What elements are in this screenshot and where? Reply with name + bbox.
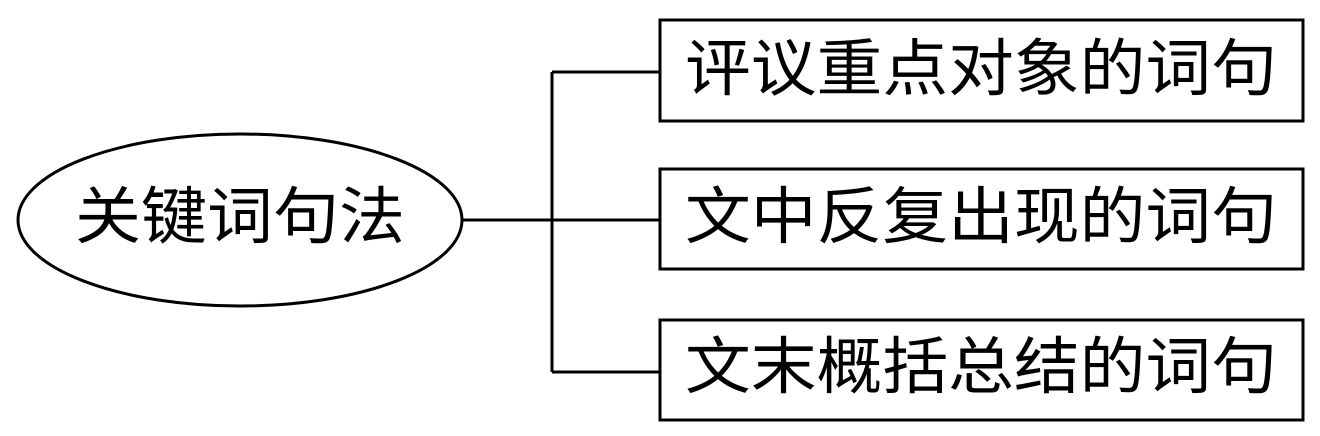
branch-node-3: 文末概括总结的词句: [658, 318, 1305, 422]
root-label: 关键词句法: [75, 180, 405, 253]
branch-box-3: [658, 318, 1305, 422]
branch-box-1: [658, 18, 1305, 123]
branch-node-2: 文中反复出现的词句: [658, 167, 1305, 271]
branch-node-1: 评议重点对象的词句: [658, 18, 1305, 123]
root-node: 关键词句法: [16, 132, 464, 308]
branch-label-2: 文中反复出现的词句: [685, 180, 1277, 253]
connectors: [462, 70, 660, 374]
branch-label-3: 文末概括总结的词句: [685, 330, 1277, 403]
branch-box-2: [658, 167, 1305, 271]
branch-label-1: 评议重点对象的词句: [685, 32, 1277, 105]
